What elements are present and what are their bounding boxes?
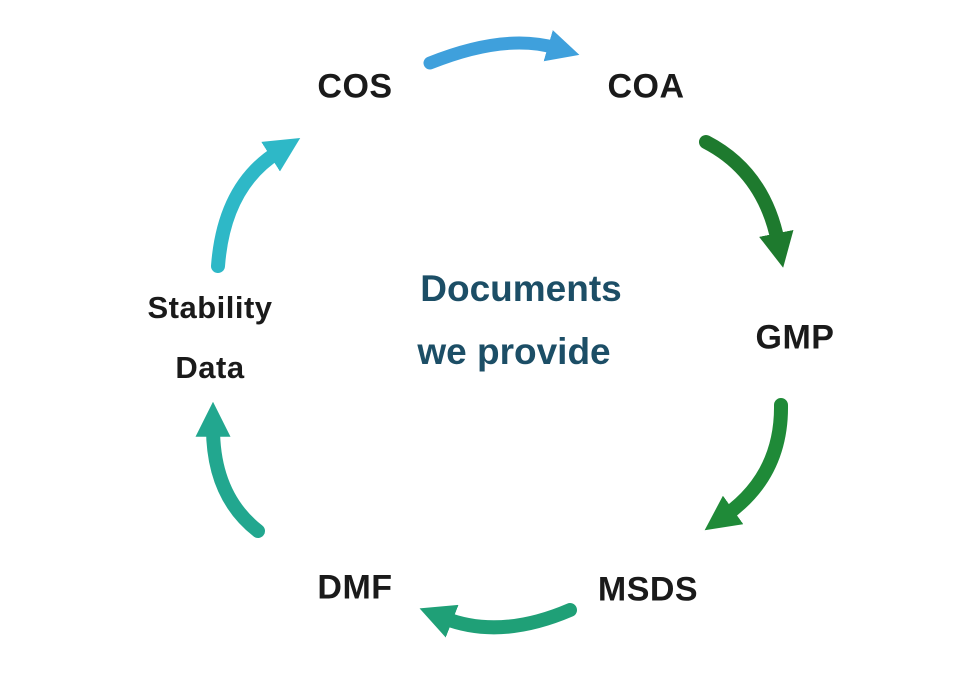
- arrow-msds-to-dmf: [419, 603, 577, 638]
- center-title-line1: Documents: [420, 268, 622, 309]
- arrow-gmp-to-msds: [704, 398, 789, 531]
- node-label-msds: MSDS: [597, 570, 699, 609]
- arrow-dmf-to-stability: [195, 401, 265, 538]
- arrow-coa-to-gmp: [699, 135, 794, 268]
- node-label-stability: Stability: [147, 290, 273, 325]
- center-title-line2: we provide: [417, 331, 611, 372]
- node-label-gmp: GMP: [755, 318, 835, 357]
- node-label-dmf: DMF: [317, 568, 393, 607]
- node-label-stability-data: Data: [175, 350, 245, 385]
- arrow-cos-to-coa: [423, 30, 580, 70]
- node-label-cos: COS: [317, 67, 393, 106]
- node-label-coa: COA: [607, 67, 685, 106]
- arrow-stability-to-cos: [211, 138, 301, 273]
